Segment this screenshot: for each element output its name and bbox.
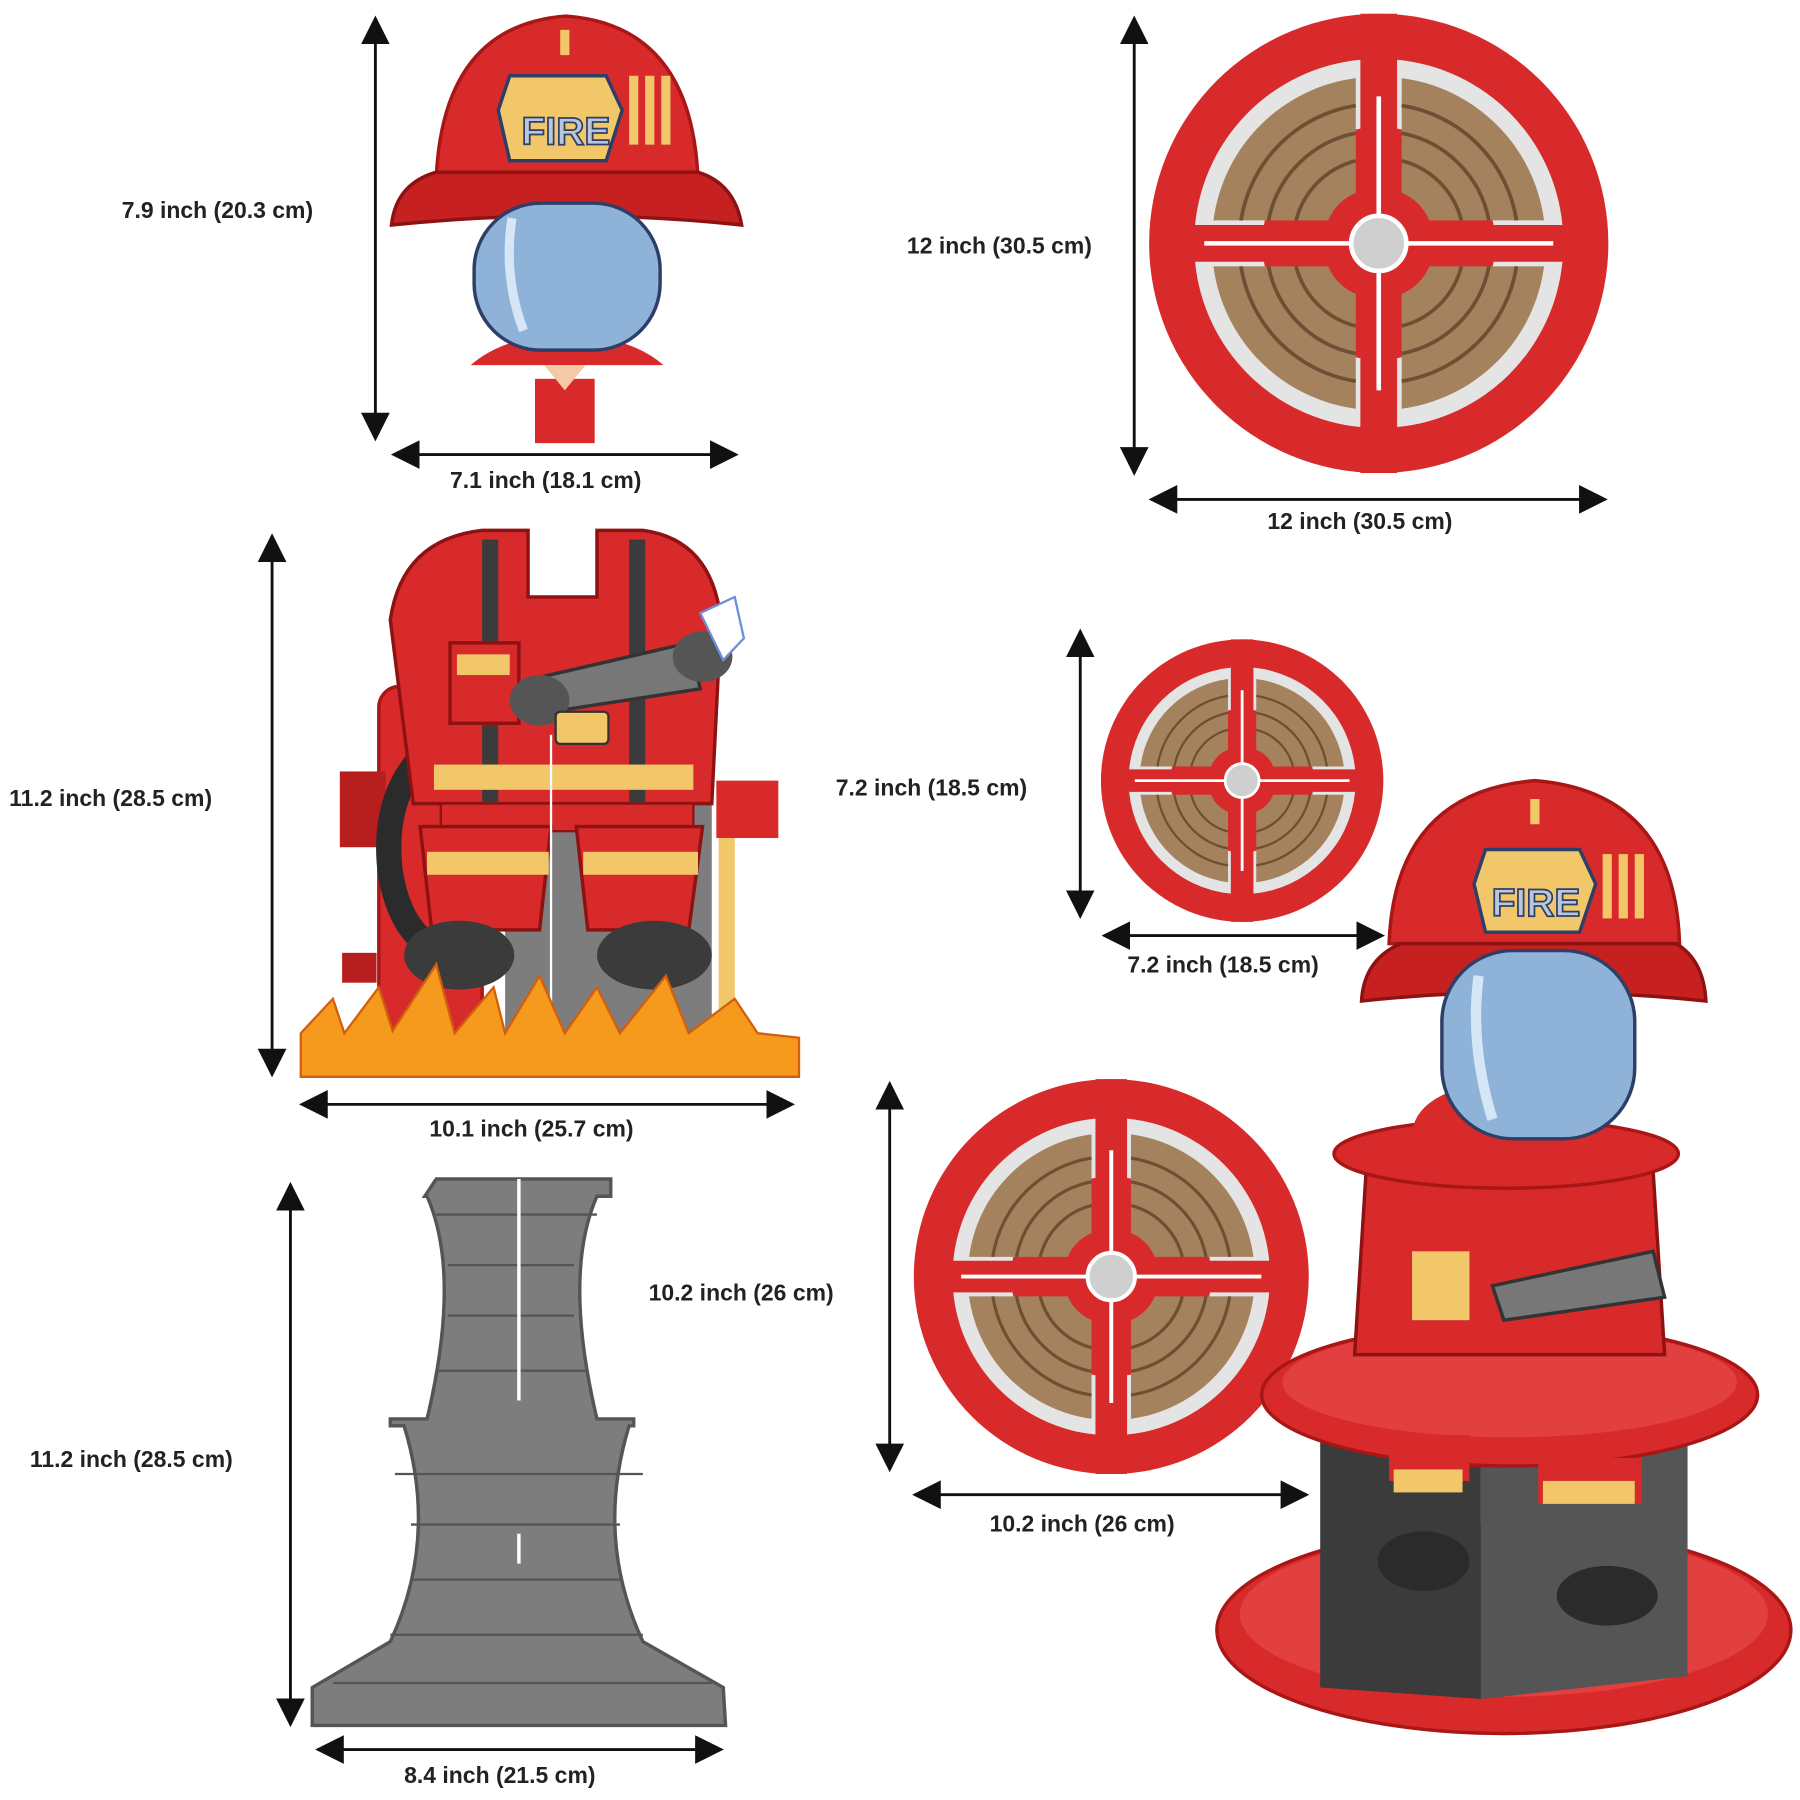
assembled-stand: FIRE [1215,778,1793,1736]
stand-badge-text: FIRE [1492,882,1581,925]
helmet-height-label: 7.9 inch (20.3 cm) [121,198,314,224]
top-plate-height-label: 12 inch (30.5 cm) [906,234,1092,260]
medium-plate-piece [914,1079,1309,1474]
brick-base-height-label: 11.2 inch (28.5 cm) [29,1447,233,1473]
dimension-arrows [257,15,1608,1764]
top-plate-width-label: 12 inch (30.5 cm) [1267,509,1453,535]
brick-base-width-label: 8.4 inch (21.5 cm) [404,1763,596,1789]
small-plate-piece [1101,639,1383,921]
medium-plate-height-label: 10.2 inch (26 cm) [648,1281,834,1307]
firefighter-body-piece [299,528,801,1080]
medium-plate-width-label: 10.2 inch (26 cm) [989,1511,1175,1538]
small-plate-height-label: 7.2 inch (18.5 cm) [835,776,1028,802]
body-width-label: 10.1 inch (25.7 cm) [429,1117,634,1143]
body-height-label: 11.2 inch (28.5 cm) [9,786,213,812]
helmet-width-label: 7.1 inch (18.1 cm) [450,468,642,494]
helmet-piece: FIRE [389,14,744,444]
helmet-badge-text: FIRE [522,111,611,154]
small-plate-width-label: 7.2 inch (18.5 cm) [1127,952,1319,979]
brick-base-piece [310,1177,728,1728]
top-plate-piece [1149,14,1608,473]
